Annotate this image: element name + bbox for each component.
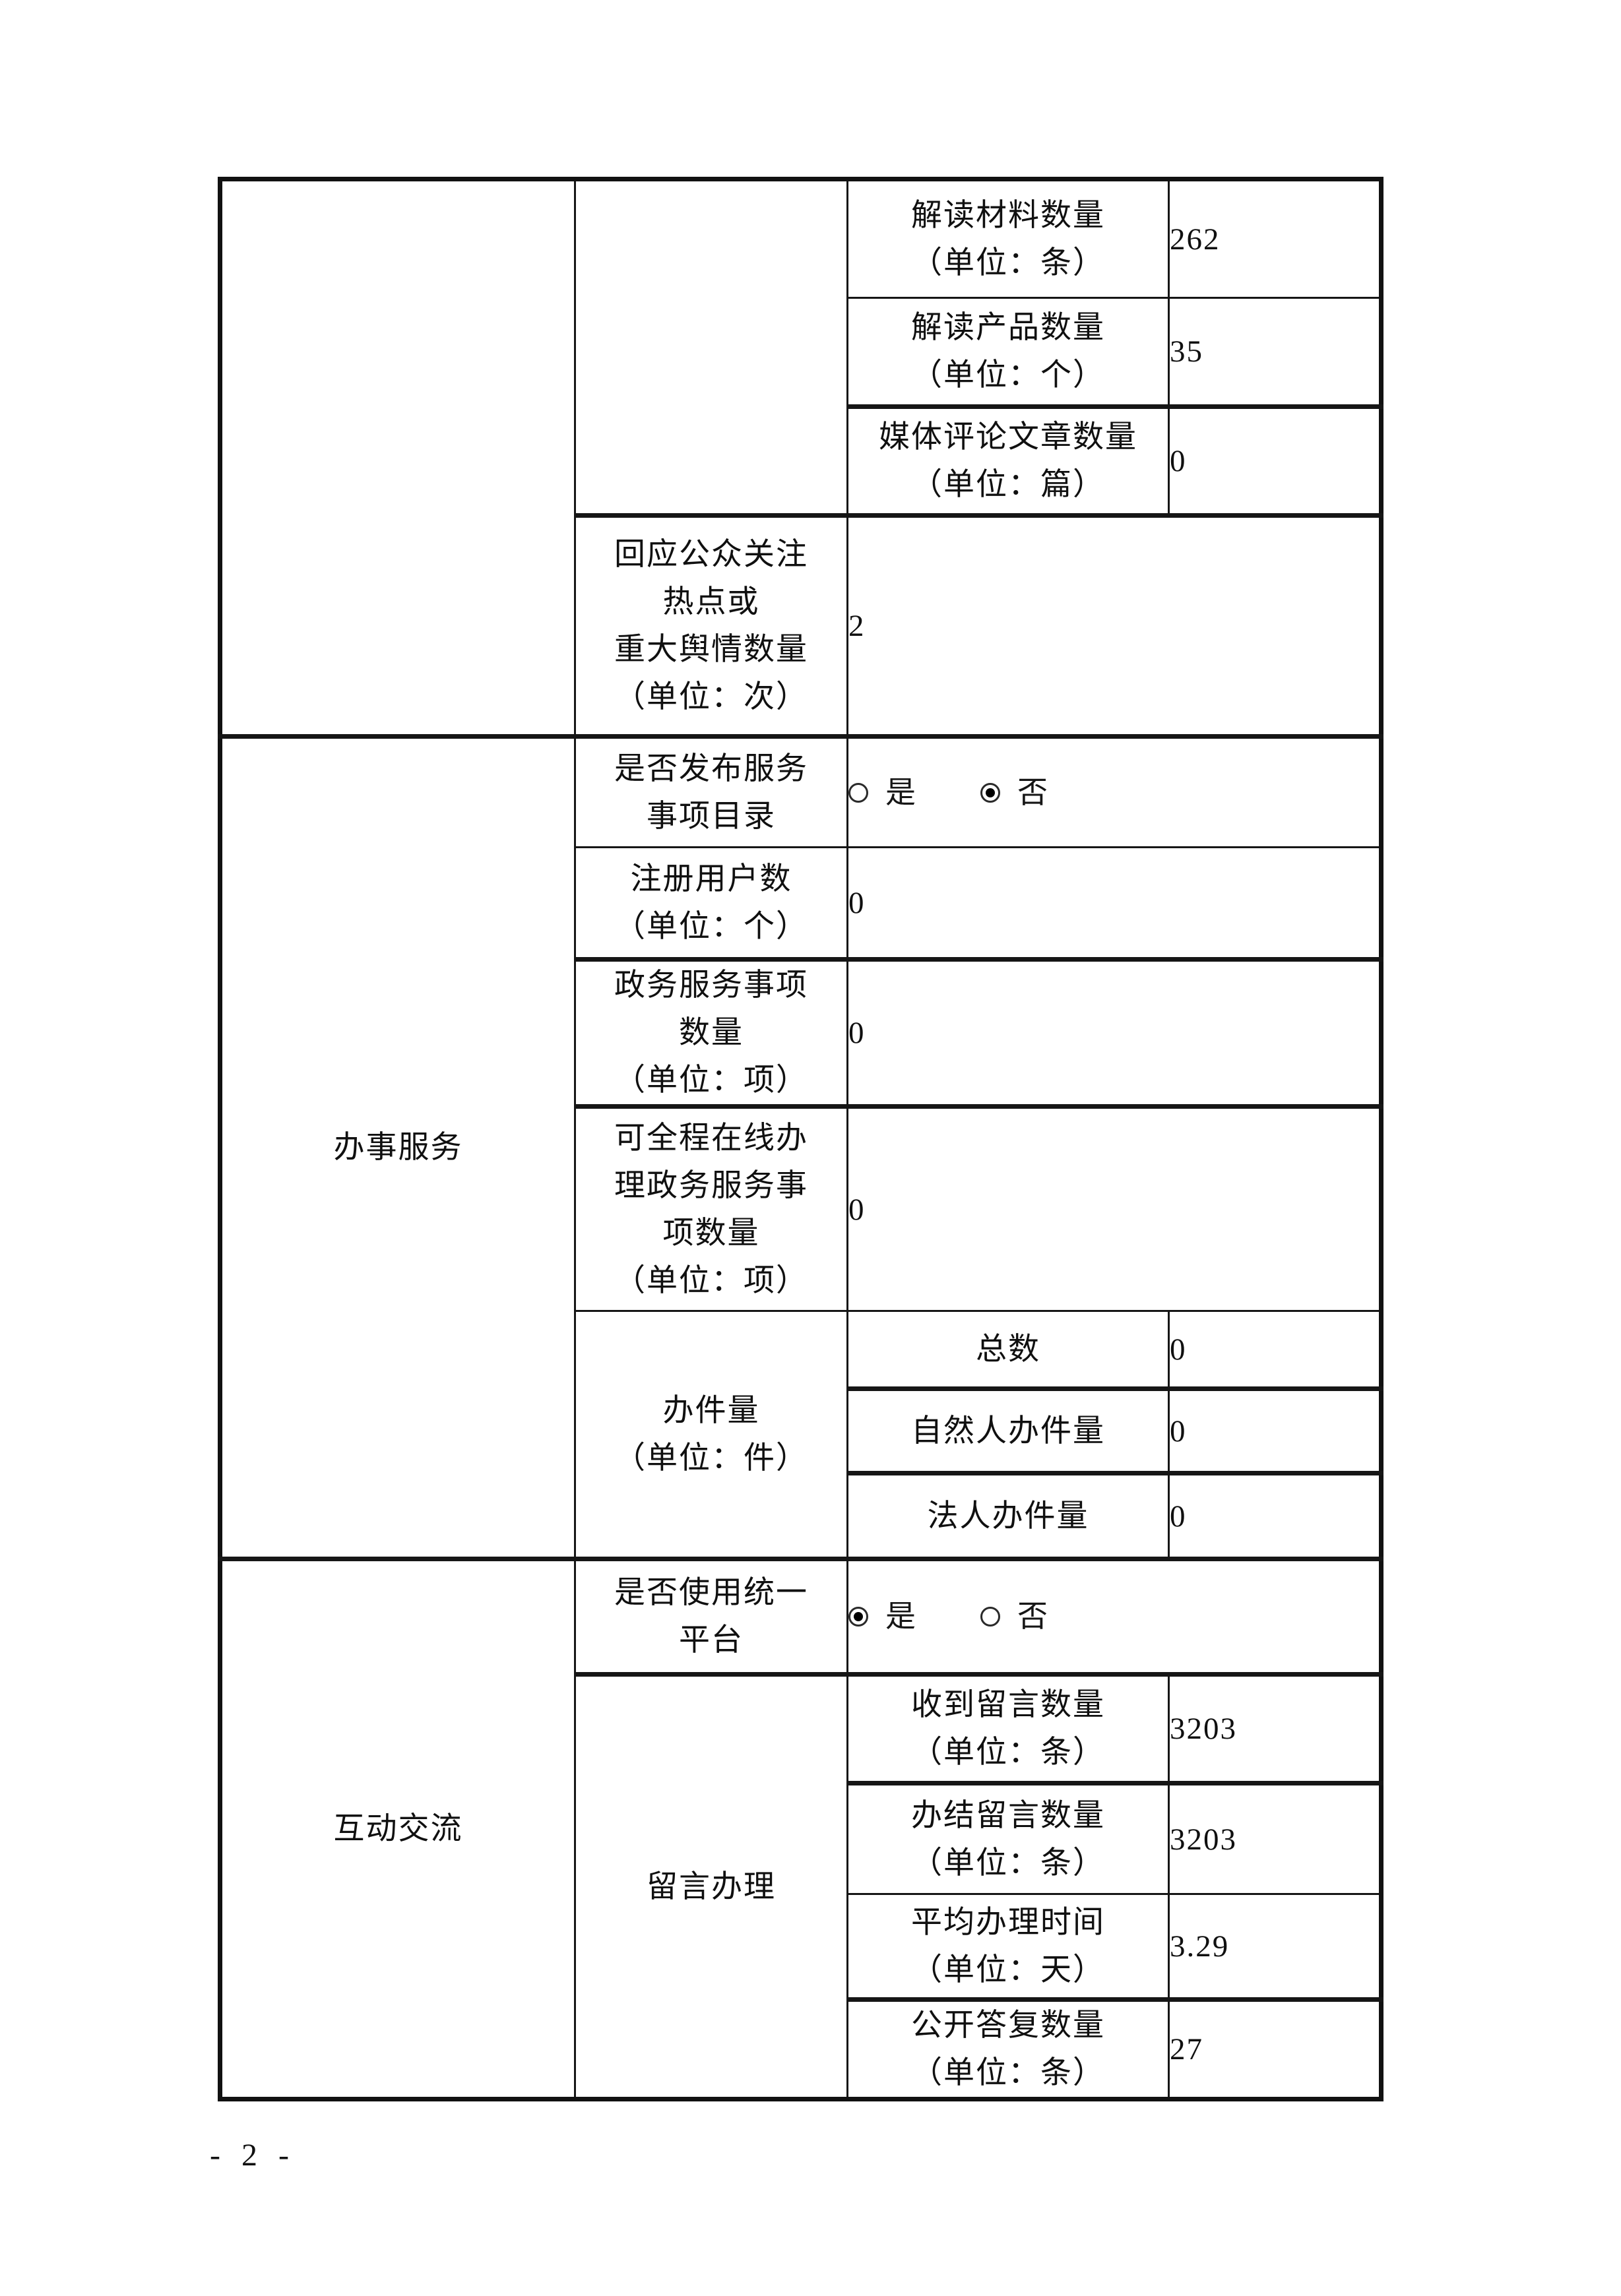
radio-no-label: 否 — [1017, 1599, 1049, 1633]
registered-users-value: 0 — [846, 846, 1382, 960]
public-response-label: 回应公众关注 热点或 重大舆情数量 （单位：次） — [574, 513, 848, 737]
unified-platform-radio-group: 是 否 — [846, 1557, 1382, 1675]
interpretation-materials-label: 解读材料数量 （单位：条） — [846, 178, 1170, 299]
radio-yes-label: 是 — [885, 775, 917, 809]
label-line: 平均办理时间 — [911, 1905, 1105, 1940]
average-handling-time-label: 平均办理时间 （单位：天） — [846, 1893, 1170, 2001]
messages-completed-value: 3203 — [1168, 1781, 1382, 1895]
label-unit: （单位：条） — [911, 2056, 1105, 2090]
radio-yes[interactable] — [848, 1607, 868, 1627]
label-line: 办结留言数量 — [911, 1798, 1105, 1833]
radio-yes-label: 是 — [885, 1599, 917, 1633]
row-cases-legal-person: 法人办件量 0 — [220, 1471, 1382, 1560]
media-articles-label: 媒体评论文章数量 （单位：篇） — [846, 404, 1170, 516]
service-items-label: 政务服务事项 数量 （单位：项） — [574, 957, 848, 1107]
online-service-items-value: 0 — [846, 1104, 1382, 1312]
publish-catalog-radio-group: 是 否 — [846, 734, 1382, 848]
label-unit: （单位：条） — [911, 1735, 1105, 1770]
cases-natural-person-value: 0 — [1168, 1386, 1382, 1474]
radio-no[interactable] — [980, 782, 1000, 803]
media-articles-value: 0 — [1168, 404, 1382, 516]
label-unit: （单位：个） — [614, 909, 808, 944]
label-line: 回应公众关注 — [614, 538, 808, 572]
label-line: 热点或 — [662, 585, 760, 619]
radio-no-label: 否 — [1017, 775, 1049, 809]
messages-completed-label: 办结留言数量 （单位：条） — [846, 1781, 1170, 1895]
radio-yes[interactable] — [848, 782, 868, 803]
messages-received-value: 3203 — [1168, 1672, 1382, 1784]
label-line: 收到留言数量 — [911, 1688, 1105, 1722]
cases-label: 办件量 （单位：件） — [574, 1310, 848, 1560]
service-items-value: 0 — [846, 957, 1382, 1107]
row-online-service-items: 可全程在线办 理政务服务事 项数量 （单位：项） 0 — [220, 1104, 1382, 1312]
label-unit: （单位：条） — [911, 1846, 1105, 1880]
label-unit: （单位：次） — [614, 680, 808, 714]
row-cases-natural-person: 自然人办件量 0 — [220, 1386, 1382, 1474]
registered-users-label: 注册用户数 （单位：个） — [574, 846, 848, 960]
label-line: 平台 — [679, 1623, 744, 1658]
section-cell-blank — [219, 178, 576, 737]
messages-received-label: 收到留言数量 （单位：条） — [846, 1672, 1170, 1784]
row-public-replies: 公开答复数量 （单位：条） 27 — [220, 1997, 1382, 2100]
row-average-handling-time: 平均办理时间 （单位：天） 3.29 — [220, 1893, 1382, 2001]
row-service-items: 政务服务事项 数量 （单位：项） 0 — [220, 957, 1382, 1107]
label-line: 解读材料数量 — [911, 198, 1105, 233]
label-unit: （单位：个） — [911, 358, 1105, 392]
radio-row: 是 否 — [848, 769, 1379, 817]
publish-catalog-label: 是否发布服务 事项目录 — [574, 734, 848, 848]
label-unit: （单位：件） — [614, 1441, 808, 1475]
page-number: - 2 - — [210, 2138, 296, 2173]
interpretation-products-label: 解读产品数量 （单位：个） — [846, 297, 1170, 408]
label-line: 媒体评论文章数量 — [879, 420, 1137, 454]
public-response-value: 2 — [846, 513, 1382, 737]
cases-natural-person-label: 自然人办件量 — [846, 1386, 1170, 1474]
row-media-articles: 媒体评论文章数量 （单位：篇） 0 — [220, 404, 1382, 516]
label-unit: （单位：项） — [614, 1263, 808, 1298]
public-replies-value: 27 — [1168, 1997, 1382, 2100]
label-line: 是否发布服务 — [614, 751, 808, 786]
row-messages-received: 留言办理 收到留言数量 （单位：条） 3203 — [220, 1672, 1382, 2100]
label-unit: （单位：篇） — [911, 468, 1105, 502]
row-interpretation-materials: 解读材料数量 （单位：条） 262 — [219, 178, 1382, 737]
label-line: 办件量 — [662, 1393, 760, 1428]
label-unit: （单位：天） — [911, 1952, 1105, 1987]
radio-row: 是 否 — [848, 1593, 1379, 1640]
row-unified-platform: 互动交流 是否使用统一 平台 是 否 — [219, 1557, 1382, 2100]
label-line: 项数量 — [662, 1216, 760, 1251]
label-unit: （单位：条） — [911, 245, 1105, 280]
label-line: 重大舆情数量 — [614, 633, 808, 667]
interpretation-products-value: 35 — [1168, 297, 1382, 408]
interpretation-materials-value: 262 — [1168, 178, 1382, 299]
label-line: 公开答复数量 — [911, 2008, 1105, 2043]
cases-legal-person-value: 0 — [1168, 1471, 1382, 1560]
label-unit: （单位：项） — [614, 1063, 808, 1098]
label-line: 理政务服务事 — [614, 1168, 808, 1203]
online-service-items-label: 可全程在线办 理政务服务事 项数量 （单位：项） — [574, 1104, 848, 1312]
label-line: 数量 — [679, 1016, 744, 1050]
row-registered-users: 注册用户数 （单位：个） 0 — [220, 846, 1382, 960]
cases-total-value: 0 — [1168, 1310, 1382, 1390]
label-line: 可全程在线办 — [614, 1121, 808, 1156]
average-handling-time-value: 3.29 — [1168, 1893, 1382, 2001]
label-line: 解读产品数量 — [911, 311, 1105, 345]
section-label-interaction: 互动交流 — [219, 1557, 576, 2100]
radio-no[interactable] — [980, 1607, 1000, 1627]
row-public-response: 回应公众关注 热点或 重大舆情数量 （单位：次） 2 — [220, 513, 1382, 737]
section-label-service: 办事服务 — [219, 734, 576, 1560]
unified-platform-label: 是否使用统一 平台 — [574, 1557, 848, 1675]
subcategory-cell-blank — [574, 178, 848, 516]
label-line: 是否使用统一 — [614, 1576, 808, 1610]
row-publish-catalog: 办事服务 是否发布服务 事项目录 是 否 — [219, 734, 1382, 1560]
row-interpretation-products: 解读产品数量 （单位：个） 35 — [220, 297, 1382, 408]
label-line: 政务服务事项 — [614, 968, 808, 1003]
label-line: 注册用户数 — [630, 861, 792, 896]
row-cases-total: 办件量 （单位：件） 总数 0 — [220, 1310, 1382, 1560]
row-messages-completed: 办结留言数量 （单位：条） 3203 — [220, 1781, 1382, 1895]
message-handling-label: 留言办理 — [574, 1672, 848, 2100]
label-line: 事项目录 — [647, 799, 776, 834]
cases-total-label: 总数 — [846, 1310, 1170, 1390]
cases-legal-person-label: 法人办件量 — [846, 1471, 1170, 1560]
report-table: 解读材料数量 （单位：条） 262 解读产品数量 （单位：个） 35 媒体评论文… — [218, 177, 1383, 2101]
public-replies-label: 公开答复数量 （单位：条） — [846, 1997, 1170, 2100]
